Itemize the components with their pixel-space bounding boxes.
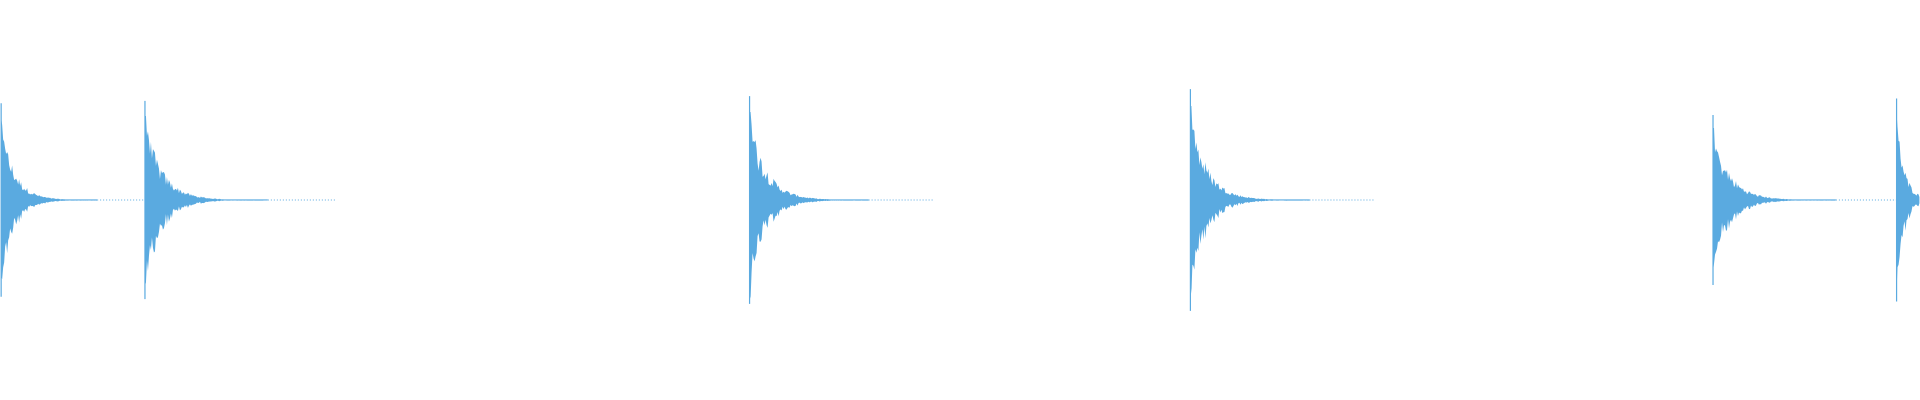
transient-4 <box>1189 89 1375 311</box>
transient-envelope <box>1190 106 1310 294</box>
transient-3 <box>748 96 935 304</box>
transient-envelope <box>749 112 869 299</box>
transient-1 <box>0 103 150 297</box>
transient-2 <box>144 100 336 300</box>
transient-envelope <box>144 116 268 286</box>
transient-5 <box>1712 115 1904 285</box>
transient-6 <box>1895 98 1920 302</box>
transient-envelope <box>1 118 98 280</box>
transients-layer <box>0 89 1920 311</box>
transient-envelope <box>1713 128 1836 272</box>
transient-envelope <box>1896 114 1920 289</box>
